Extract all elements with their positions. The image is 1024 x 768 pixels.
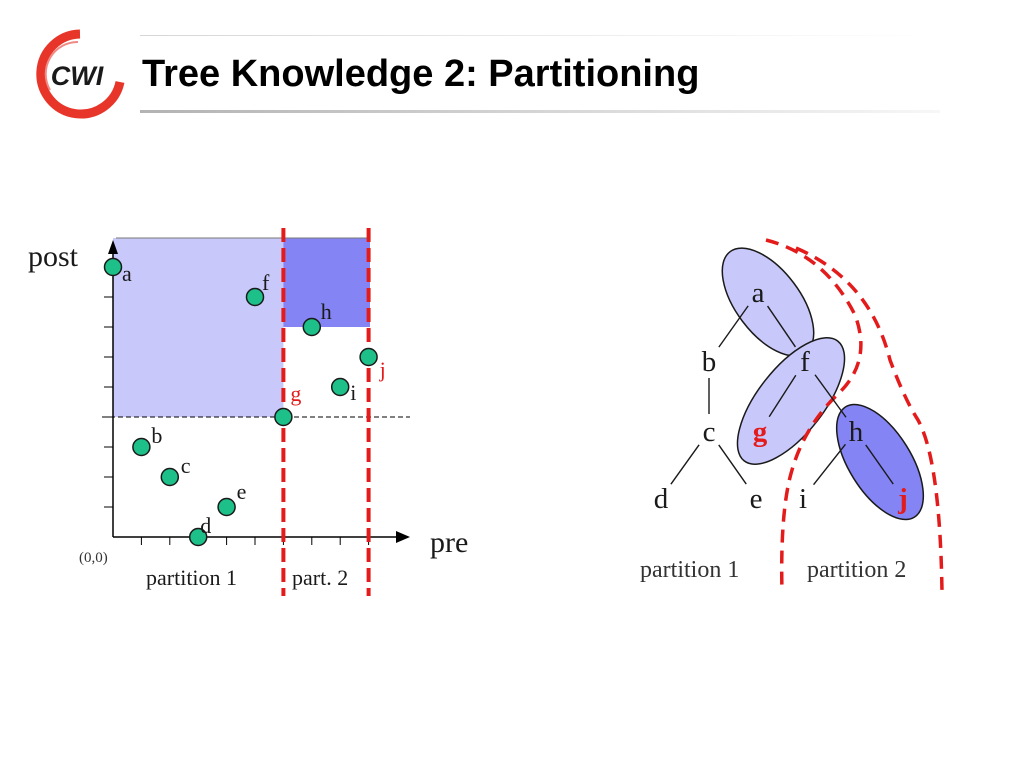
- tree-edge-a-f: [766, 305, 797, 348]
- y-axis-label: post: [28, 240, 79, 273]
- partition-2-region: [283, 238, 370, 327]
- tree-node-i: i: [799, 483, 807, 515]
- tree-edge-a-b: [718, 305, 749, 348]
- tree-node-d: d: [654, 483, 669, 515]
- plot-node-c: [160, 467, 180, 487]
- tree-edge-c-e: [718, 444, 747, 485]
- tree-group-ellipse-fg: [736, 337, 846, 465]
- logo-ring: [36, 29, 125, 119]
- tree-node-a: a: [752, 277, 765, 309]
- tree-node-b: b: [702, 346, 717, 378]
- plot-node-a: [103, 257, 123, 277]
- logo-ring-inner: [44, 40, 79, 91]
- title-underline: [140, 110, 940, 113]
- plot-node-label-h: h: [321, 299, 332, 324]
- plot-node-label-i: i: [350, 380, 356, 405]
- plot-node-h: [302, 317, 322, 337]
- plot-node-e: [217, 497, 236, 517]
- plot-partition-1-label: partition 1: [146, 565, 237, 590]
- x-axis-label: pre: [430, 526, 468, 559]
- plot-node-label-b: b: [151, 423, 162, 448]
- slide-title: Tree Knowledge 2: Partitioning: [142, 53, 700, 95]
- title-top-rule: [140, 35, 940, 36]
- pre-post-plane: a bc d e f g h ij post pre (0,0) partition 1 pa…: [28, 228, 468, 596]
- x-axis-arrow: [396, 531, 410, 543]
- plot-node-i: [330, 377, 350, 397]
- origin-label: (0,0): [79, 550, 108, 566]
- logo-text: CWI: [51, 61, 104, 91]
- tree-partition-boundary-inner: [765, 238, 863, 593]
- plot-node-label-g: g: [290, 381, 301, 406]
- plot-node-f: [245, 287, 265, 307]
- tree-node-e: e: [750, 483, 763, 515]
- tree-partition-boundary-outer: [795, 246, 944, 593]
- tree-group-ellipse-hj: [835, 403, 925, 521]
- cwi-logo: CWI: [36, 29, 125, 119]
- tree-node-c: c: [703, 416, 716, 448]
- partitioned-tree: a b c d e f g h i j partition 1 partition 2: [640, 238, 944, 593]
- y-axis-arrow: [108, 240, 118, 254]
- tree-edge-f-g: [768, 374, 797, 418]
- tree-edge-f-h: [814, 374, 847, 418]
- plot-node-b: [132, 437, 151, 457]
- plot-node-label-c: c: [181, 453, 191, 478]
- tree-edge-h-j: [865, 444, 894, 485]
- plot-node-label-f: f: [262, 270, 270, 295]
- tree-node-g: g: [753, 416, 768, 448]
- tree-partition-1-label: partition 1: [640, 557, 739, 583]
- plot-node-d: [188, 527, 208, 547]
- plot-node-label-a: a: [122, 261, 132, 286]
- plot-node-label-j: j: [379, 357, 386, 382]
- tree-node-f: f: [800, 346, 810, 378]
- plot-node-label-e: e: [237, 479, 247, 504]
- tree-node-j: j: [897, 483, 908, 515]
- partition-1-region: [113, 238, 284, 417]
- plot-node-g: [274, 407, 293, 427]
- tree-partition-2-label: partition 2: [807, 557, 906, 583]
- tree-node-h: h: [849, 416, 864, 448]
- plot-node-label-d: d: [200, 513, 211, 538]
- plot-node-j: [359, 347, 378, 367]
- plot-partition-2-label: part. 2: [292, 565, 348, 590]
- tree-edge-c-d: [670, 444, 700, 485]
- tree-edge-h-i: [812, 443, 847, 486]
